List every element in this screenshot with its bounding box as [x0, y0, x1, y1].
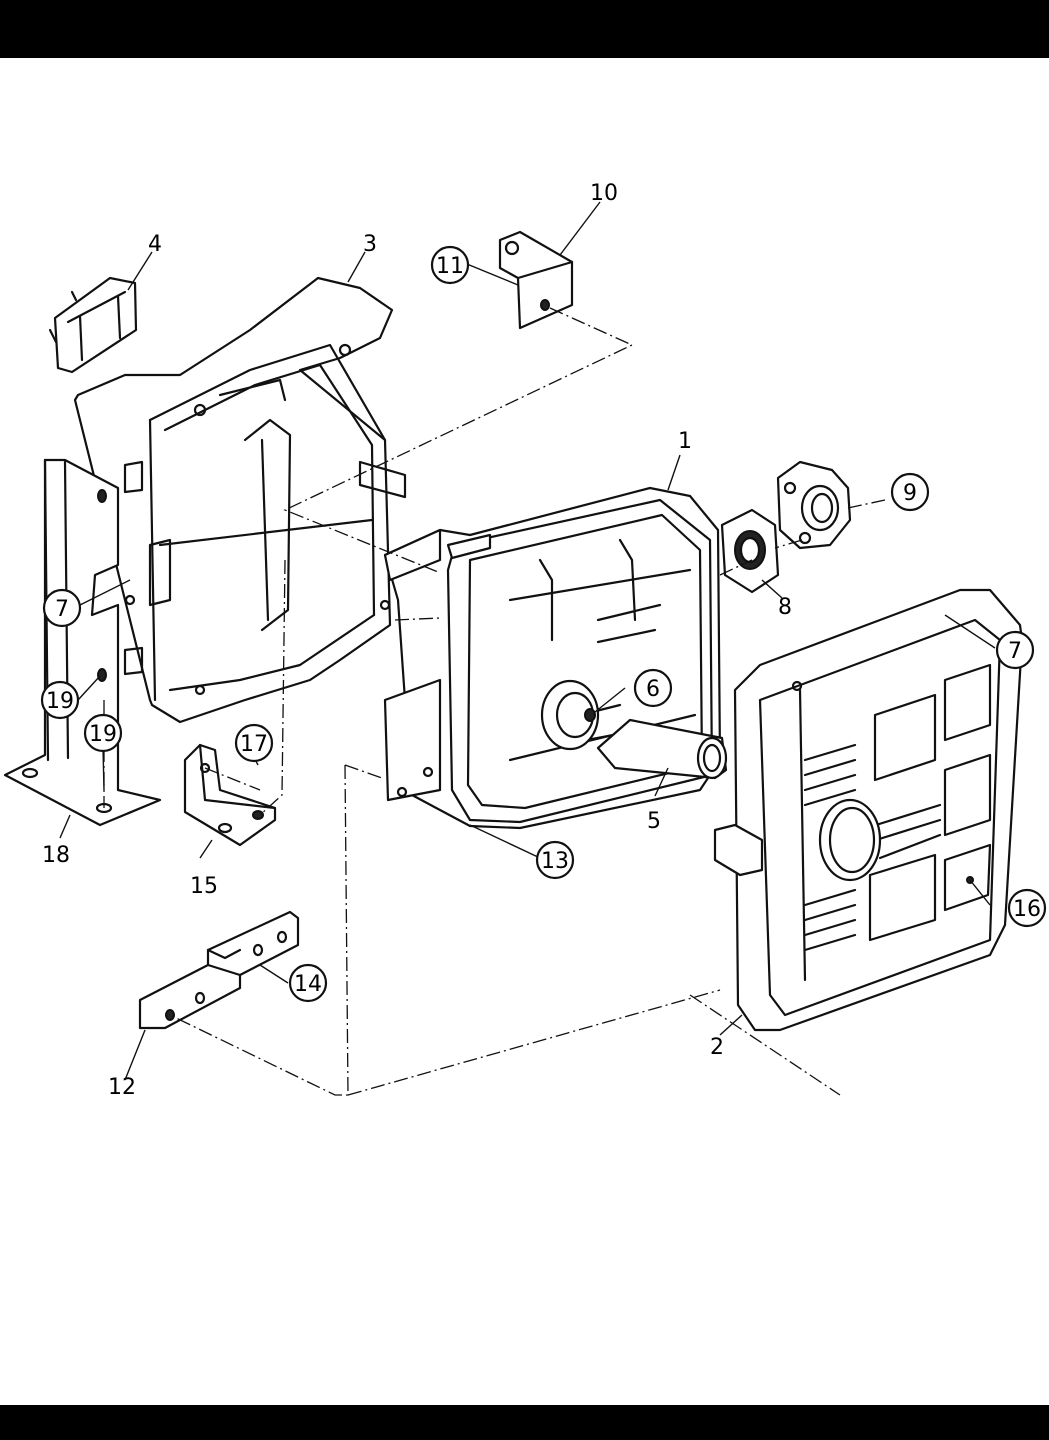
label-part-2: 2 — [710, 1035, 724, 1060]
label-part-16: 16 — [1013, 897, 1041, 922]
label-part-18: 18 — [42, 843, 70, 868]
label-part-19-left: 19 — [46, 689, 74, 714]
label-part-17: 17 — [240, 732, 268, 757]
label-part-8: 8 — [778, 595, 792, 620]
label-part-4: 4 — [148, 232, 162, 257]
callout-part-6: 6 — [635, 670, 671, 706]
part-3-muffler-cover — [75, 278, 405, 722]
label-part-12: 12 — [108, 1075, 136, 1100]
label-part-15: 15 — [190, 874, 218, 899]
label-part-19-right: 19 — [89, 722, 117, 747]
part-1-muffler-body — [385, 488, 720, 828]
callout-part-9: 9 — [892, 474, 928, 510]
label-part-13: 13 — [541, 849, 569, 874]
callout-part-7-left: 7 — [44, 590, 80, 626]
callout-part-13: 13 — [537, 842, 573, 878]
label-part-7-left: 7 — [55, 597, 69, 622]
callout-part-19-right: 19 — [85, 715, 121, 751]
callout-part-14: 14 — [290, 965, 326, 1001]
part-12-flat-bracket — [140, 912, 298, 1028]
part-4-cover-plate — [50, 278, 136, 372]
label-part-3: 3 — [363, 232, 377, 257]
callout-part-11: 11 — [432, 247, 468, 283]
callout-part-17: 17 — [236, 725, 272, 761]
part-2-muffler-guard — [715, 590, 1022, 1030]
label-part-6: 6 — [646, 677, 660, 702]
label-part-7-right: 7 — [1008, 639, 1022, 664]
label-part-1: 1 — [678, 429, 692, 454]
label-part-10: 10 — [590, 181, 618, 206]
part-9-exhaust-flange — [778, 462, 850, 548]
callout-part-7-right: 7 — [997, 632, 1033, 668]
label-part-14: 14 — [294, 972, 322, 997]
part-8-gasket — [722, 510, 778, 592]
callout-part-16: 16 — [1009, 890, 1045, 926]
label-part-11: 11 — [436, 254, 464, 279]
label-part-5: 5 — [647, 809, 661, 834]
callout-part-19-left: 19 — [42, 682, 78, 718]
label-part-9: 9 — [903, 481, 917, 506]
